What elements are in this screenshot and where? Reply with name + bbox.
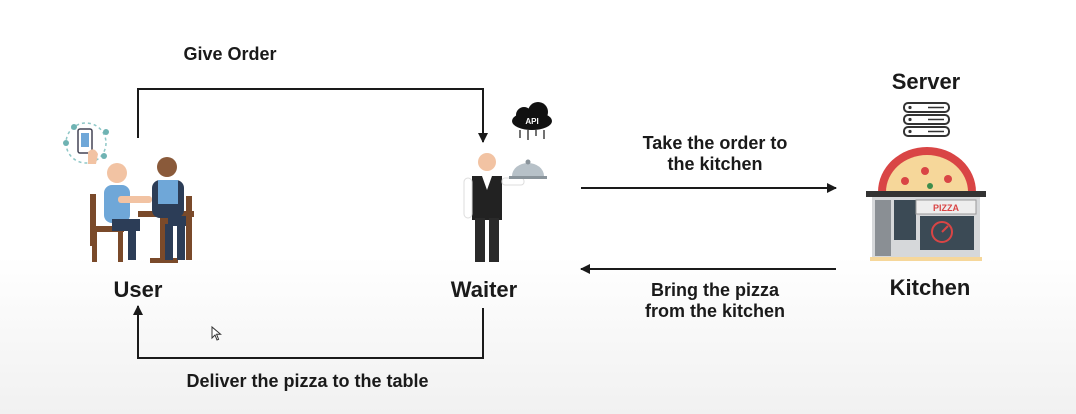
bring-pizza-line-2: from the kitchen: [644, 300, 786, 321]
api-cloud-icon: API: [512, 102, 552, 140]
bring-pizza-label: Bring the pizza from the kitchen: [600, 280, 830, 321]
kitchen-label: Kitchen: [889, 275, 971, 300]
mouse-cursor-icon: [211, 325, 222, 341]
server-icon: [903, 102, 950, 137]
bring-pizza-line-1: Bring the pizza: [650, 280, 779, 300]
waiter-label: Waiter: [450, 277, 518, 302]
waiter-illustration: [463, 153, 547, 262]
mobile-app-icon: [63, 122, 109, 164]
take-order-label: Take the order to the kitchen: [600, 133, 830, 174]
user-illustration: [90, 157, 194, 263]
give-order-arrow: [137, 88, 488, 143]
pizza-kitchen-illustration: PIZZA: [866, 147, 986, 261]
deliver-label: Deliver the pizza to the table: [186, 371, 429, 391]
take-order-line-2: the kitchen: [667, 153, 763, 174]
pizza-sign: PIZZA: [933, 203, 959, 213]
server-label: Server: [891, 69, 961, 94]
api-label: API: [525, 117, 538, 126]
user-label: User: [113, 277, 163, 302]
give-order-label: Give Order: [183, 44, 277, 64]
take-order-line-1: Take the order to: [642, 133, 788, 153]
deliver-arrow: [133, 305, 484, 359]
